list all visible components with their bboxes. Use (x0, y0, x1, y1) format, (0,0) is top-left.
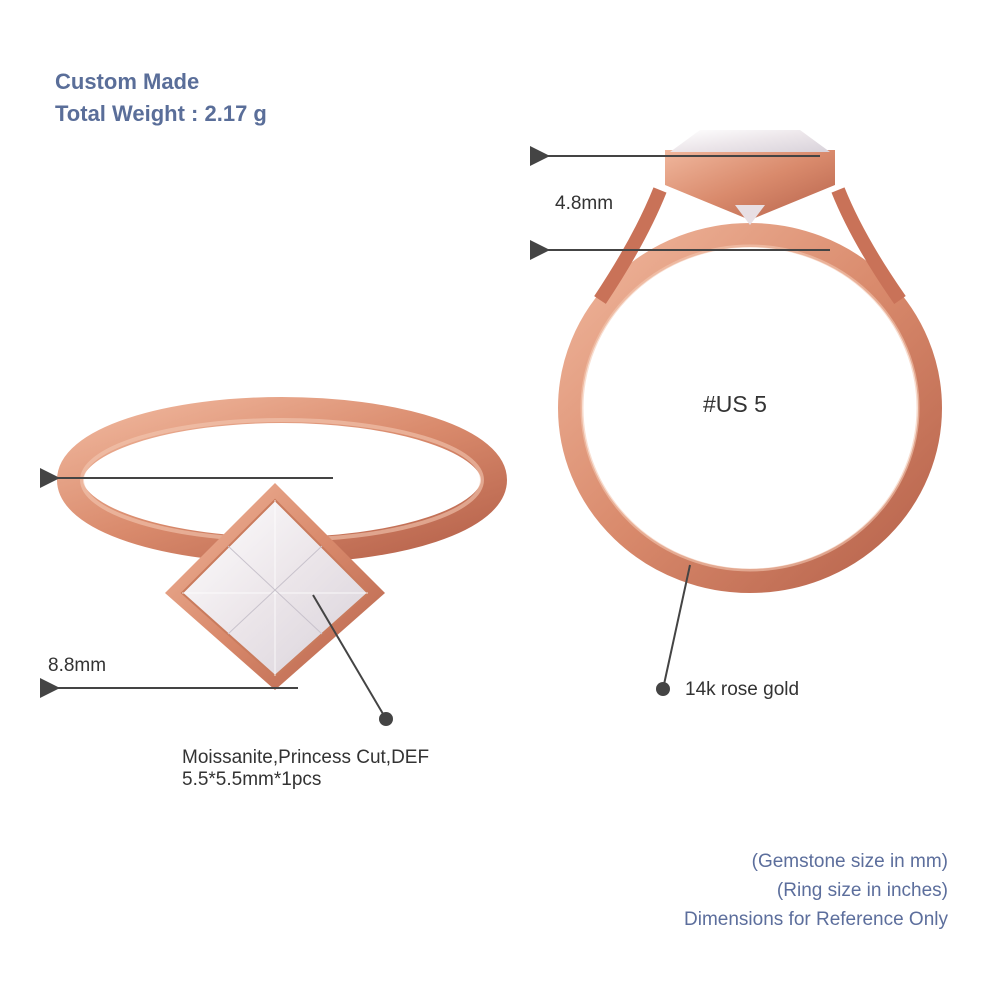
reference-disclaimer: Dimensions for Reference Only (684, 909, 948, 930)
ring-unit-note: (Ring size in inches) (776, 880, 948, 901)
gemstone-unit-note: (Gemstone size in mm) (751, 851, 948, 872)
gemstone-size: 5.5*5.5mm*1pcs (182, 769, 322, 790)
total-weight-label: Total Weight : 2.17 g (55, 101, 267, 126)
material-callout-line (662, 564, 691, 690)
side-ring-image (558, 130, 942, 593)
custom-made-label: Custom Made (55, 69, 200, 94)
material-callout-dot (656, 682, 670, 696)
product-header: Custom Made Total Weight : 2.17 g (55, 66, 267, 130)
material-label: 14k rose gold (685, 679, 800, 700)
height-dimension-label: 4.8mm (555, 193, 614, 214)
gemstone-description: Moissanite,Princess Cut,DEF (182, 747, 430, 768)
gemstone-callout: Moissanite,Princess Cut,DEF 5.5*5.5mm*1p… (182, 747, 429, 791)
width-dimension-label: 8.8mm (48, 655, 107, 676)
stone-callout-dot (379, 712, 393, 726)
footer-notes: (Gemstone size in mm) (Ring size in inch… (684, 847, 948, 934)
ring-size-label: #US 5 (703, 391, 767, 417)
front-ring-image (57, 397, 507, 690)
stone-callout-line (312, 594, 387, 720)
